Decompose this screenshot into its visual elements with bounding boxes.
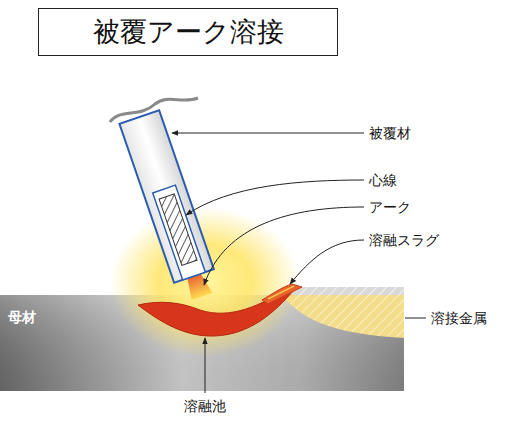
title-box: 被覆アーク溶接 [38, 8, 338, 56]
part-label: 溶接金属 [431, 309, 487, 327]
part-label: 心線 [369, 171, 397, 189]
weld-metal [282, 295, 404, 338]
part-label: 溶融スラグ [369, 231, 439, 249]
part-label: 被覆材 [369, 124, 411, 142]
part-label: 母材 [8, 308, 36, 326]
molten-slag [262, 284, 302, 304]
leader-lines [172, 133, 426, 393]
electrode [119, 110, 221, 303]
part-label: アーク [369, 198, 411, 216]
part-label: 溶融池 [184, 397, 226, 415]
title: 被覆アーク溶接 [93, 14, 284, 50]
